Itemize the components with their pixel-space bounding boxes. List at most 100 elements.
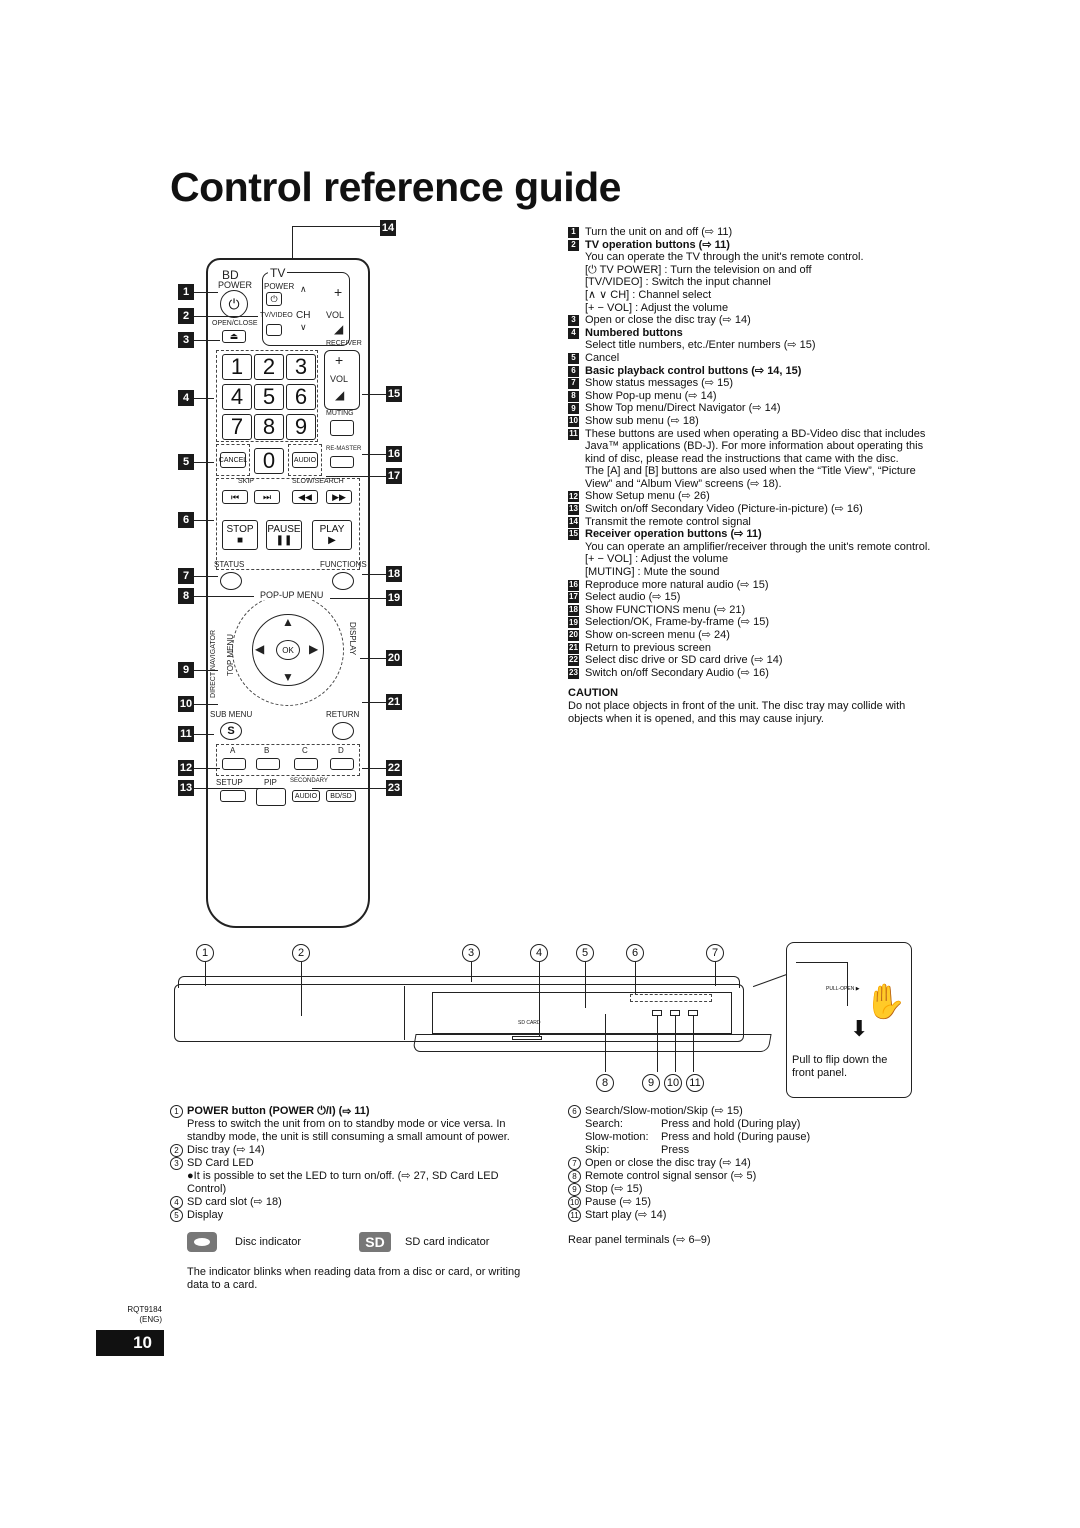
description-item: [MUTING] : Mute the sound [568, 566, 938, 579]
skip-key: Skip: [585, 1144, 610, 1156]
audio-button[interactable]: AUDIO [292, 452, 318, 468]
key-9[interactable]: 9 [286, 414, 316, 440]
item-text: Display [187, 1209, 224, 1221]
description-text: Open or close the disc tray (⇨ 14) [585, 314, 751, 327]
leader-line [360, 658, 386, 659]
arrow-left-icon[interactable]: ◀ [255, 642, 265, 656]
open-close-button[interactable]: ⏏ [222, 330, 246, 343]
description-item: You can operate an amplifier/receiver th… [568, 541, 938, 554]
key-8[interactable]: 8 [254, 414, 284, 440]
slow-search-label: SLOW/SEARCH [292, 478, 344, 485]
play-front-button[interactable] [688, 1010, 698, 1016]
description-number: 21 [568, 642, 579, 654]
nav-pad[interactable] [252, 614, 324, 686]
key-2[interactable]: 2 [254, 354, 284, 380]
key-7[interactable]: 7 [222, 414, 252, 440]
pip-button[interactable] [256, 788, 286, 806]
description-text: [+ − VOL] : Adjust the volume [585, 301, 729, 314]
play-button[interactable]: PLAY▶ [312, 520, 352, 550]
callout-15: 15 [386, 386, 402, 402]
bd-sd-button[interactable]: BD/SD [326, 790, 356, 802]
pause-front-button[interactable] [670, 1010, 680, 1016]
re-master-button[interactable] [330, 456, 354, 468]
model-code-text: RQT9184 [127, 1305, 162, 1314]
setup-button[interactable] [220, 790, 246, 802]
sd-card-slot[interactable] [512, 1036, 542, 1040]
arrow-down-icon[interactable]: ▼ [282, 670, 294, 684]
arrow-right-icon[interactable]: ▶ [309, 642, 319, 656]
leader-line [362, 702, 386, 703]
callout-14: 14 [380, 220, 396, 236]
item-text: Press to switch the unit from on to stan… [187, 1118, 510, 1143]
key-4[interactable]: 4 [222, 384, 252, 410]
description-item: [TV/VIDEO] : Switch the input channel [568, 276, 938, 289]
sub-menu-button[interactable]: S [220, 722, 242, 740]
skip-forward-icon[interactable]: ⏭ [254, 490, 280, 504]
status-button[interactable] [220, 572, 242, 590]
item-text: Disc tray (⇨ 14) [187, 1144, 265, 1156]
key-d-button[interactable] [330, 758, 354, 770]
leader-line [635, 962, 636, 994]
pause-button[interactable]: PAUSE❚❚ [266, 520, 302, 550]
leader-line [194, 704, 218, 705]
item-number: 7 [568, 1157, 581, 1170]
key-3[interactable]: 3 [286, 354, 316, 380]
leader-line [326, 476, 386, 477]
leader-line [194, 398, 214, 399]
skip-back-icon[interactable]: ⏮ [222, 490, 248, 504]
key-c-button[interactable] [294, 758, 318, 770]
key-0[interactable]: 0 [254, 448, 284, 474]
key-b-button[interactable] [256, 758, 280, 770]
ok-button[interactable]: OK [276, 640, 300, 660]
description-number: 14 [568, 516, 579, 528]
leader-line [362, 768, 386, 769]
leader-line [675, 1016, 676, 1072]
callout-18: 18 [386, 566, 402, 582]
indicator-note: The indicator blinks when reading data f… [187, 1266, 521, 1291]
ch-up-icon[interactable]: ∧ [300, 284, 307, 294]
callout-6: 6 [178, 512, 194, 528]
ch-down-icon[interactable]: ∨ [300, 322, 307, 332]
key-a-button[interactable] [222, 758, 246, 770]
direct-navigator-label: DIRECT NAVIGATOR [210, 630, 217, 698]
functions-button[interactable] [332, 572, 354, 590]
remote-body: BD POWER ⏻ TV POWER ⏻ TV/VIDEO ∧ CH ∨ + … [206, 258, 370, 928]
stop-front-button[interactable] [652, 1010, 662, 1016]
bd-power-button[interactable]: ⏻ [220, 290, 248, 318]
pip-label: PIP [264, 778, 277, 787]
vol-up-icon[interactable]: + [334, 284, 343, 300]
muting-button[interactable] [330, 420, 354, 436]
callout-16: 16 [386, 446, 402, 462]
fast-forward-icon[interactable]: ▶▶ [326, 490, 352, 504]
return-button[interactable] [332, 722, 354, 740]
front-flap[interactable] [432, 992, 732, 1034]
stop-button[interactable]: STOP■ [222, 520, 258, 550]
key-6[interactable]: 6 [286, 384, 316, 410]
key-5[interactable]: 5 [254, 384, 284, 410]
receiver-vol-down-icon[interactable]: ◢ [335, 388, 345, 402]
panel-callout-3: 3 [462, 944, 480, 962]
search-skip-buttons[interactable] [630, 994, 712, 1002]
top-menu-label: TOP MENU [226, 634, 235, 676]
vol-down-icon[interactable]: ◢ [334, 322, 344, 336]
receiver-vol-up-icon[interactable]: + [335, 352, 344, 368]
key-1[interactable]: 1 [222, 354, 252, 380]
receiver-vol-label: VOL [330, 374, 349, 384]
tv-video-button[interactable] [266, 324, 282, 336]
key-d-label: D [338, 746, 344, 755]
leader-line [194, 768, 220, 769]
leader-line [585, 962, 586, 1008]
secondary-audio-button[interactable]: AUDIO [292, 790, 320, 802]
cancel-button[interactable]: CANCEL [219, 452, 247, 468]
tv-power-button[interactable]: ⏻ [266, 292, 282, 306]
arrow-up-icon[interactable]: ▲ [282, 615, 294, 629]
rewind-icon[interactable]: ◀◀ [292, 490, 318, 504]
panel-callout-7: 7 [706, 944, 724, 962]
